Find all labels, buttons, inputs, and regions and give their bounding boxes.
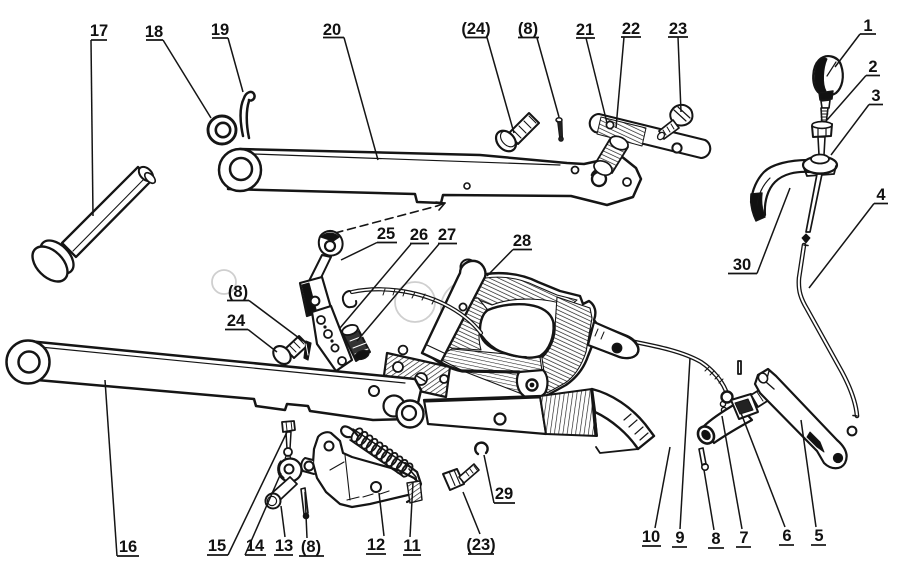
svg-text:10: 10 — [642, 528, 660, 546]
svg-text:2: 2 — [868, 58, 877, 76]
svg-text:25: 25 — [377, 225, 395, 243]
svg-text:5: 5 — [814, 527, 823, 545]
svg-text:28: 28 — [513, 232, 531, 250]
svg-text:11: 11 — [403, 537, 420, 555]
svg-text:4: 4 — [876, 186, 886, 204]
svg-text:20: 20 — [323, 21, 341, 39]
svg-text:23: 23 — [669, 20, 687, 38]
svg-text:13: 13 — [275, 537, 293, 555]
svg-text:30: 30 — [733, 256, 751, 274]
svg-text:9: 9 — [675, 529, 684, 547]
svg-text:18: 18 — [145, 23, 163, 41]
svg-text:24: 24 — [227, 312, 246, 330]
svg-text:(24): (24) — [461, 20, 490, 38]
svg-text:12: 12 — [367, 536, 385, 554]
svg-text:(8): (8) — [301, 538, 321, 556]
svg-text:14: 14 — [246, 537, 265, 555]
svg-text:16: 16 — [119, 538, 137, 556]
svg-text:19: 19 — [211, 21, 229, 39]
svg-text:1: 1 — [863, 17, 872, 35]
svg-text:(23): (23) — [466, 536, 495, 554]
svg-text:15: 15 — [208, 537, 226, 555]
svg-text:27: 27 — [438, 226, 456, 244]
svg-text:3: 3 — [871, 87, 880, 105]
svg-text:21: 21 — [576, 21, 594, 39]
svg-text:(8): (8) — [228, 283, 248, 301]
svg-text:7: 7 — [739, 529, 748, 547]
svg-text:(8): (8) — [518, 20, 538, 38]
svg-text:26: 26 — [410, 226, 428, 244]
svg-text:22: 22 — [622, 20, 640, 38]
svg-text:6: 6 — [782, 527, 791, 545]
svg-text:8: 8 — [711, 530, 720, 548]
svg-text:29: 29 — [495, 485, 513, 503]
svg-text:17: 17 — [90, 22, 108, 40]
